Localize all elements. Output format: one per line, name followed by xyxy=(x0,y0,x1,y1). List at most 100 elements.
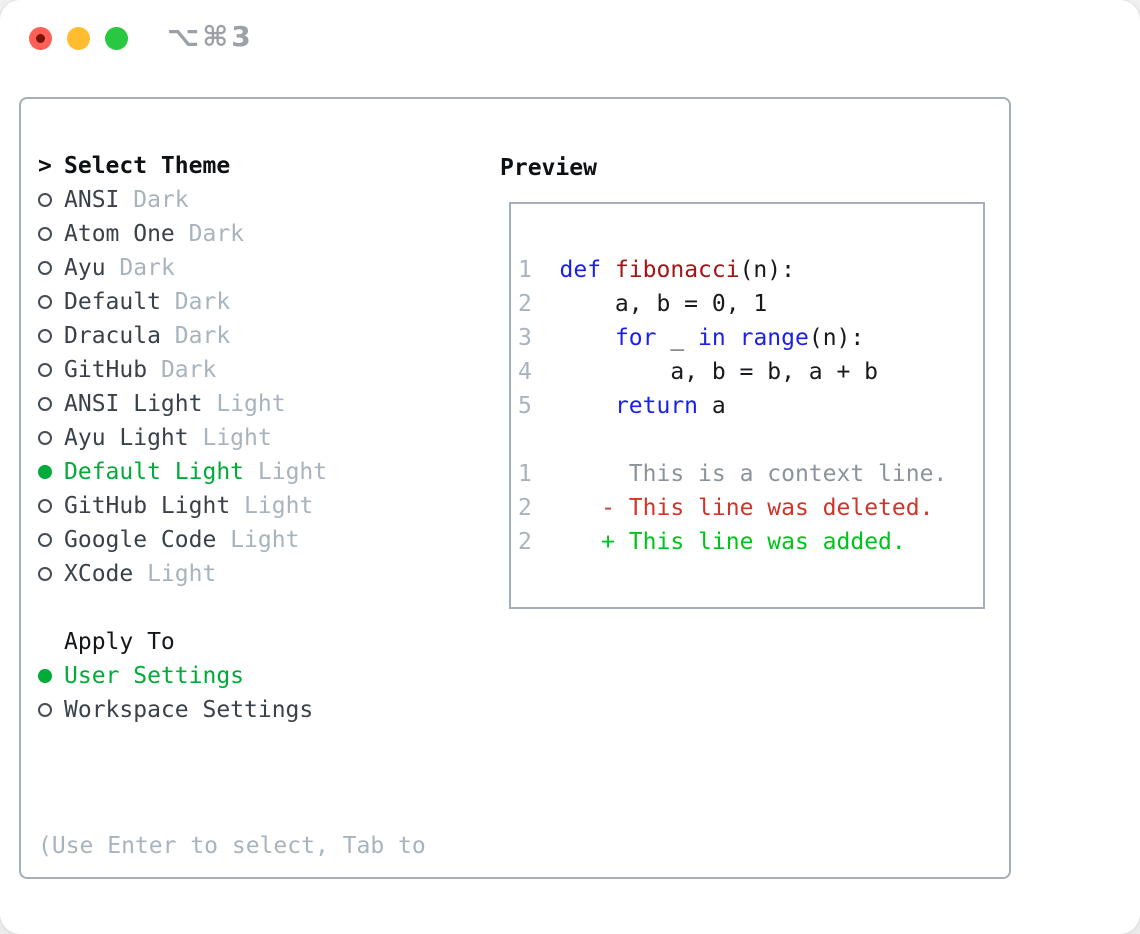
code-token xyxy=(560,325,615,351)
theme-option[interactable]: Google Code Light xyxy=(38,523,488,557)
theme-option-label: Ayu Light Light xyxy=(64,421,272,455)
radio-icon xyxy=(38,431,52,445)
theme-name: ANSI xyxy=(64,187,120,213)
theme-option-label: ANSI Light Light xyxy=(64,387,286,421)
radio-icon xyxy=(38,329,52,343)
apply-to-label: User Settings xyxy=(64,663,245,689)
theme-name: GitHub xyxy=(64,357,148,383)
theme-option[interactable]: Default Dark xyxy=(38,285,488,319)
theme-option[interactable]: ANSI Dark xyxy=(38,183,488,217)
apply-to-title: Apply To xyxy=(64,629,175,655)
theme-name: XCode xyxy=(64,561,134,587)
theme-option[interactable]: GitHub Dark xyxy=(38,353,488,387)
theme-variant-tag: Light xyxy=(244,493,314,519)
theme-option[interactable]: Ayu Dark xyxy=(38,251,488,285)
code-token: (n): xyxy=(808,325,865,351)
diff-lines: 1 This is a context line.2 - This line w… xyxy=(518,457,983,559)
code-token: (n): xyxy=(739,257,795,283)
theme-option[interactable]: Atom One Dark xyxy=(38,217,488,251)
line-number: 3 xyxy=(518,325,560,351)
radio-icon xyxy=(38,363,52,377)
diff-text: + This line was added. xyxy=(531,529,906,555)
radio-icon xyxy=(38,703,52,717)
unsaved-dot-icon xyxy=(36,34,45,43)
theme-variant-tag: Light xyxy=(216,391,286,417)
code-token: a xyxy=(698,393,726,419)
line-number: 1 xyxy=(518,461,532,487)
spacer-row xyxy=(38,727,488,761)
theme-variant-tag: Dark xyxy=(174,323,231,349)
theme-option-label: GitHub Light Light xyxy=(64,489,313,523)
theme-option-label: Google Code Light xyxy=(64,523,299,557)
radio-selected-icon xyxy=(38,465,52,479)
code-token: _ xyxy=(656,325,699,351)
theme-name: Ayu xyxy=(64,255,106,281)
diff-line-del: 2 - This line was deleted. xyxy=(518,491,983,525)
theme-option-label: GitHub Dark xyxy=(64,353,216,387)
theme-option[interactable]: Default Light Light xyxy=(38,455,488,489)
theme-variant-tag: Light xyxy=(147,561,217,587)
line-number: 2 xyxy=(518,495,532,521)
spacer-row xyxy=(38,591,488,625)
code-token: a, b = 0, 1 xyxy=(559,291,768,317)
theme-option[interactable]: Dracula Dark xyxy=(38,319,488,353)
code-token: fibonacci xyxy=(614,257,740,283)
cursor-indicator: > xyxy=(38,153,52,179)
theme-list-title: Select Theme xyxy=(64,153,231,179)
theme-option-label: Dracula Dark xyxy=(64,319,230,353)
theme-option[interactable]: ANSI Light Light xyxy=(38,387,488,421)
theme-option-label: XCode Light xyxy=(64,557,216,591)
code-token: in xyxy=(698,325,726,351)
code-token xyxy=(726,325,740,351)
radio-icon xyxy=(38,397,52,411)
zoom-button[interactable] xyxy=(105,27,128,50)
apply-to-option[interactable]: Workspace Settings xyxy=(38,693,488,727)
radio-icon xyxy=(38,499,52,513)
window-title-shortcut: ⌥⌘3 xyxy=(167,20,254,53)
help-hint: (Use Enter to select, Tab to change focu… xyxy=(38,761,488,934)
code-token: def xyxy=(559,257,602,283)
theme-list-header: > Select Theme xyxy=(38,149,488,183)
code-line: 3 for _ in range(n): xyxy=(518,321,983,355)
theme-option-label: Default Light Light xyxy=(64,455,327,489)
help-hint-line1: (Use Enter to select, Tab to xyxy=(38,833,426,859)
theme-variant-tag: Dark xyxy=(174,289,231,315)
line-number: 2 xyxy=(518,529,532,555)
code-token xyxy=(601,257,615,283)
diff-line-ctx: 1 This is a context line. xyxy=(518,457,983,491)
theme-name: ANSI Light xyxy=(64,391,203,417)
radio-selected-icon xyxy=(38,669,52,683)
theme-name: Google Code xyxy=(64,527,217,553)
code-token: range xyxy=(739,325,809,351)
theme-option[interactable]: XCode Light xyxy=(38,557,488,591)
line-number: 1 xyxy=(518,257,560,283)
code-line: 1 def fibonacci(n): xyxy=(518,253,983,287)
line-number: 2 xyxy=(518,291,560,317)
diff-line-add: 2 + This line was added. xyxy=(518,525,983,559)
radio-icon xyxy=(38,567,52,581)
minimize-button[interactable] xyxy=(67,27,90,50)
radio-icon xyxy=(38,227,52,241)
theme-option-label: Ayu Dark xyxy=(64,251,175,285)
close-button[interactable] xyxy=(29,27,52,50)
code-line: 5 return a xyxy=(518,389,983,423)
theme-name: Dracula xyxy=(64,323,161,349)
line-number: 5 xyxy=(518,393,560,419)
radio-icon xyxy=(38,261,52,275)
line-number: 4 xyxy=(518,359,560,385)
theme-variant-tag: Light xyxy=(230,527,300,553)
code-line: 4 a, b = b, a + b xyxy=(518,355,983,389)
spacer-row xyxy=(518,423,983,457)
theme-option[interactable]: GitHub Light Light xyxy=(38,489,488,523)
apply-to-option[interactable]: User Settings xyxy=(38,659,488,693)
theme-option[interactable]: Ayu Light Light xyxy=(38,421,488,455)
theme-option-label: Default Dark xyxy=(64,285,230,319)
theme-name: GitHub Light xyxy=(64,493,231,519)
theme-variant-tag: Dark xyxy=(160,357,217,383)
theme-name: Ayu Light xyxy=(64,425,189,451)
